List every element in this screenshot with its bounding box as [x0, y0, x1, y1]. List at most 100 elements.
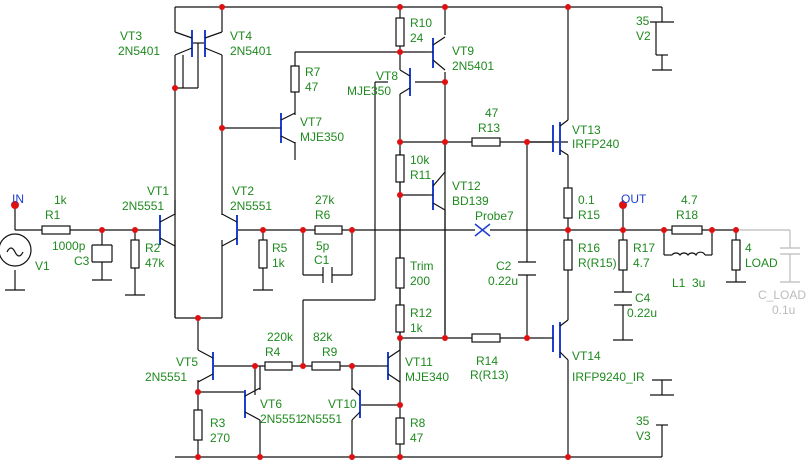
- label-r5-ref: R5: [272, 241, 288, 255]
- label-r2-value: 47k: [145, 256, 165, 270]
- label-r7-ref: R7: [305, 65, 321, 79]
- label-r9-ref: R9: [322, 345, 338, 359]
- label-r6-value: 27k: [315, 193, 335, 207]
- label-vt5-ref: VT5: [176, 355, 198, 369]
- labels: VT3 2N5401 VT4 2N5401 R10 24 VT9 2N5401 …: [12, 14, 806, 445]
- label-l1-ref: L1: [672, 276, 686, 290]
- label-c1-ref: C1: [314, 253, 330, 267]
- transistor-vt8: [399, 68, 411, 96]
- resistor-r18: [671, 225, 703, 235]
- label-vt3-ref: VT3: [120, 29, 142, 43]
- label-load-ref: LOAD: [745, 256, 778, 270]
- label-r3-ref: R3: [210, 416, 226, 430]
- transistor-vt11: [378, 349, 401, 383]
- resistor-r17: [618, 239, 628, 271]
- label-vt2-ref: VT2: [232, 184, 254, 198]
- label-vt14-value: IRFP9240_IR: [572, 370, 645, 384]
- label-r17-ref: R17: [633, 241, 655, 255]
- label-r1-value: 1k: [54, 193, 68, 207]
- transistor-vt4: [204, 30, 223, 57]
- resistor-r12: [395, 304, 405, 333]
- label-vt10-value: 2N5551: [300, 412, 342, 426]
- label-vt7-ref: VT7: [300, 115, 322, 129]
- label-vt11-value: MJE340: [405, 370, 449, 384]
- transistor-vt6: [244, 387, 261, 421]
- label-load-value: 4: [745, 241, 752, 255]
- label-vt8-ref: VT8: [376, 69, 398, 83]
- label-r8-value: 47: [410, 431, 424, 445]
- label-r5-value: 1k: [272, 256, 286, 270]
- label-vt6-value: 2N5551: [260, 412, 302, 426]
- resistor-r16: [563, 239, 573, 271]
- transistor-vt13: [527, 119, 569, 156]
- resistor-r15: [563, 187, 573, 219]
- label-r10-ref: R10: [410, 16, 432, 30]
- label-vt7-value: MJE350: [300, 130, 344, 144]
- label-r11-value: 10k: [410, 153, 430, 167]
- transistor-vt2: [221, 213, 238, 247]
- label-r4-value: 220k: [267, 330, 294, 344]
- label-c2-ref: C2: [496, 259, 512, 273]
- label-r10-value: 24: [410, 31, 424, 45]
- label-r13-ref: R13: [478, 121, 500, 135]
- transistor-vt10: [351, 387, 361, 421]
- label-r14-value: R(R13): [470, 368, 509, 382]
- transistor-vt1: [159, 200, 176, 247]
- label-vt11-ref: VT11: [405, 355, 433, 369]
- resistor-r4: [264, 361, 293, 371]
- resistor-r8: [395, 417, 405, 445]
- probe7-marker: [474, 223, 491, 237]
- resistor-r7: [290, 65, 300, 93]
- label-c-load-ref: C_LOAD: [758, 288, 806, 302]
- label-c4-value: 0.22u: [627, 306, 657, 320]
- label-vt13-value: IRFP240: [572, 137, 620, 151]
- label-v1-ref: V1: [35, 259, 50, 273]
- label-c3-value: 1000p: [52, 239, 86, 253]
- label-vt10-ref: VT10: [328, 397, 357, 411]
- label-c-load-value: 0.1u: [772, 303, 795, 317]
- label-vt12-ref: VT12: [452, 179, 481, 193]
- label-vt2-value: 2N5551: [230, 199, 272, 213]
- port-in-label: IN: [12, 192, 24, 206]
- label-vt8-value: MJE350: [347, 84, 391, 98]
- junction-dots: [11, 4, 739, 460]
- resistor-r3: [193, 409, 203, 441]
- resistor-r14: [471, 333, 501, 343]
- label-r12-ref: R12: [410, 306, 432, 320]
- transistor-vt3: [174, 30, 193, 57]
- label-r15-value: 0.1: [578, 193, 595, 207]
- port-out-label: OUT: [621, 192, 647, 206]
- label-r4-ref: R4: [265, 345, 281, 359]
- resistors: [41, 17, 741, 445]
- transistors: [159, 30, 569, 421]
- label-vt14-ref: VT14: [572, 349, 601, 363]
- label-r11-ref: R11: [410, 168, 431, 182]
- resistor-r2: [130, 239, 140, 269]
- label-vt4-ref: VT4: [230, 29, 252, 43]
- source-v1: [0, 233, 32, 267]
- label-r9-value: 82k: [313, 330, 333, 344]
- label-r14-ref: R14: [476, 354, 498, 368]
- resistor-load: [731, 239, 741, 271]
- label-l1-value: 3u: [692, 276, 705, 290]
- resistor-r10: [395, 17, 405, 47]
- label-c2-value: 0.22u: [488, 274, 518, 288]
- inductor-l1: [671, 251, 706, 257]
- label-trim-value: 200: [410, 274, 430, 288]
- label-r16-ref: R16: [578, 241, 600, 255]
- label-r6-ref: R6: [315, 208, 331, 222]
- label-vt13-ref: VT13: [572, 123, 601, 137]
- label-r1-ref: R1: [45, 208, 61, 222]
- label-r13-value: 47: [485, 106, 499, 120]
- label-vt9-value: 2N5401: [452, 59, 494, 73]
- transistor-vt7: [275, 112, 296, 144]
- label-c3-ref: C3: [74, 254, 90, 268]
- resistor-trim: [395, 257, 405, 289]
- label-v2-name: V2: [636, 29, 651, 43]
- label-r3-value: 270: [210, 431, 230, 445]
- resistor-r9: [311, 361, 341, 371]
- transistor-vt9: [425, 36, 446, 71]
- label-vt4-value: 2N5401: [230, 44, 272, 58]
- label-vt5-value: 2N5551: [145, 370, 187, 384]
- label-v3-value: 35: [636, 414, 650, 428]
